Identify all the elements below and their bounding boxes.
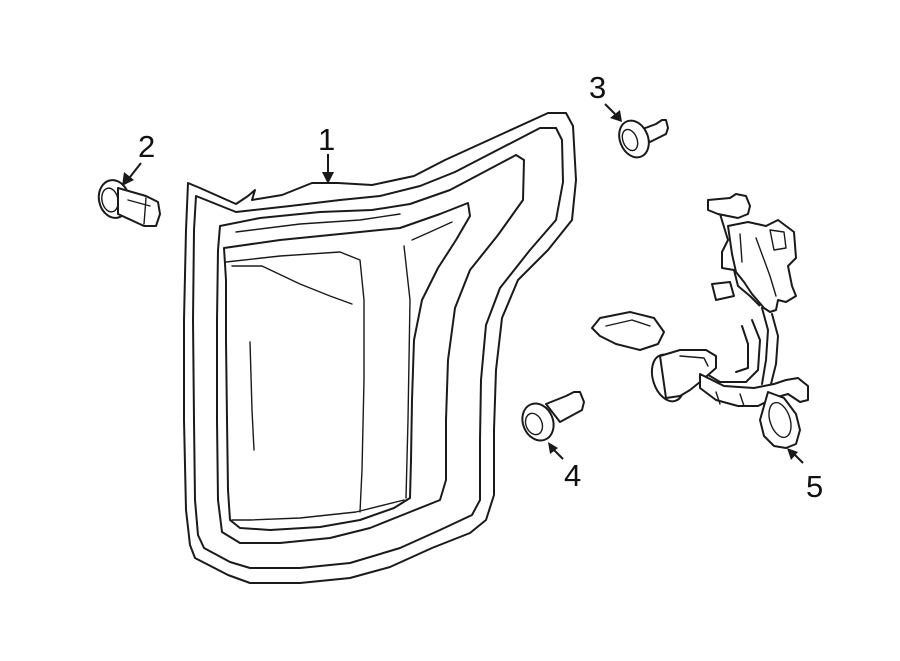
callout-3: 3 [589,70,622,122]
callout-label-4: 4 [564,458,581,493]
callout-2: 2 [122,129,155,186]
callout-5: 5 [787,448,823,504]
callout-label-2: 2 [138,129,155,164]
push-pin-fastener-icon [97,179,161,227]
callout-4: 4 [548,442,581,493]
tail-lamp-assembly-icon [183,112,577,584]
push-pin-fastener-icon [618,119,669,159]
callout-label-3: 3 [589,70,606,105]
callout-1: 1 [318,122,335,184]
callout-label-5: 5 [806,469,823,504]
callout-label-1: 1 [318,122,335,157]
push-pin-fastener-icon [521,391,585,442]
bulb-socket-wiring-harness-icon [591,193,809,449]
